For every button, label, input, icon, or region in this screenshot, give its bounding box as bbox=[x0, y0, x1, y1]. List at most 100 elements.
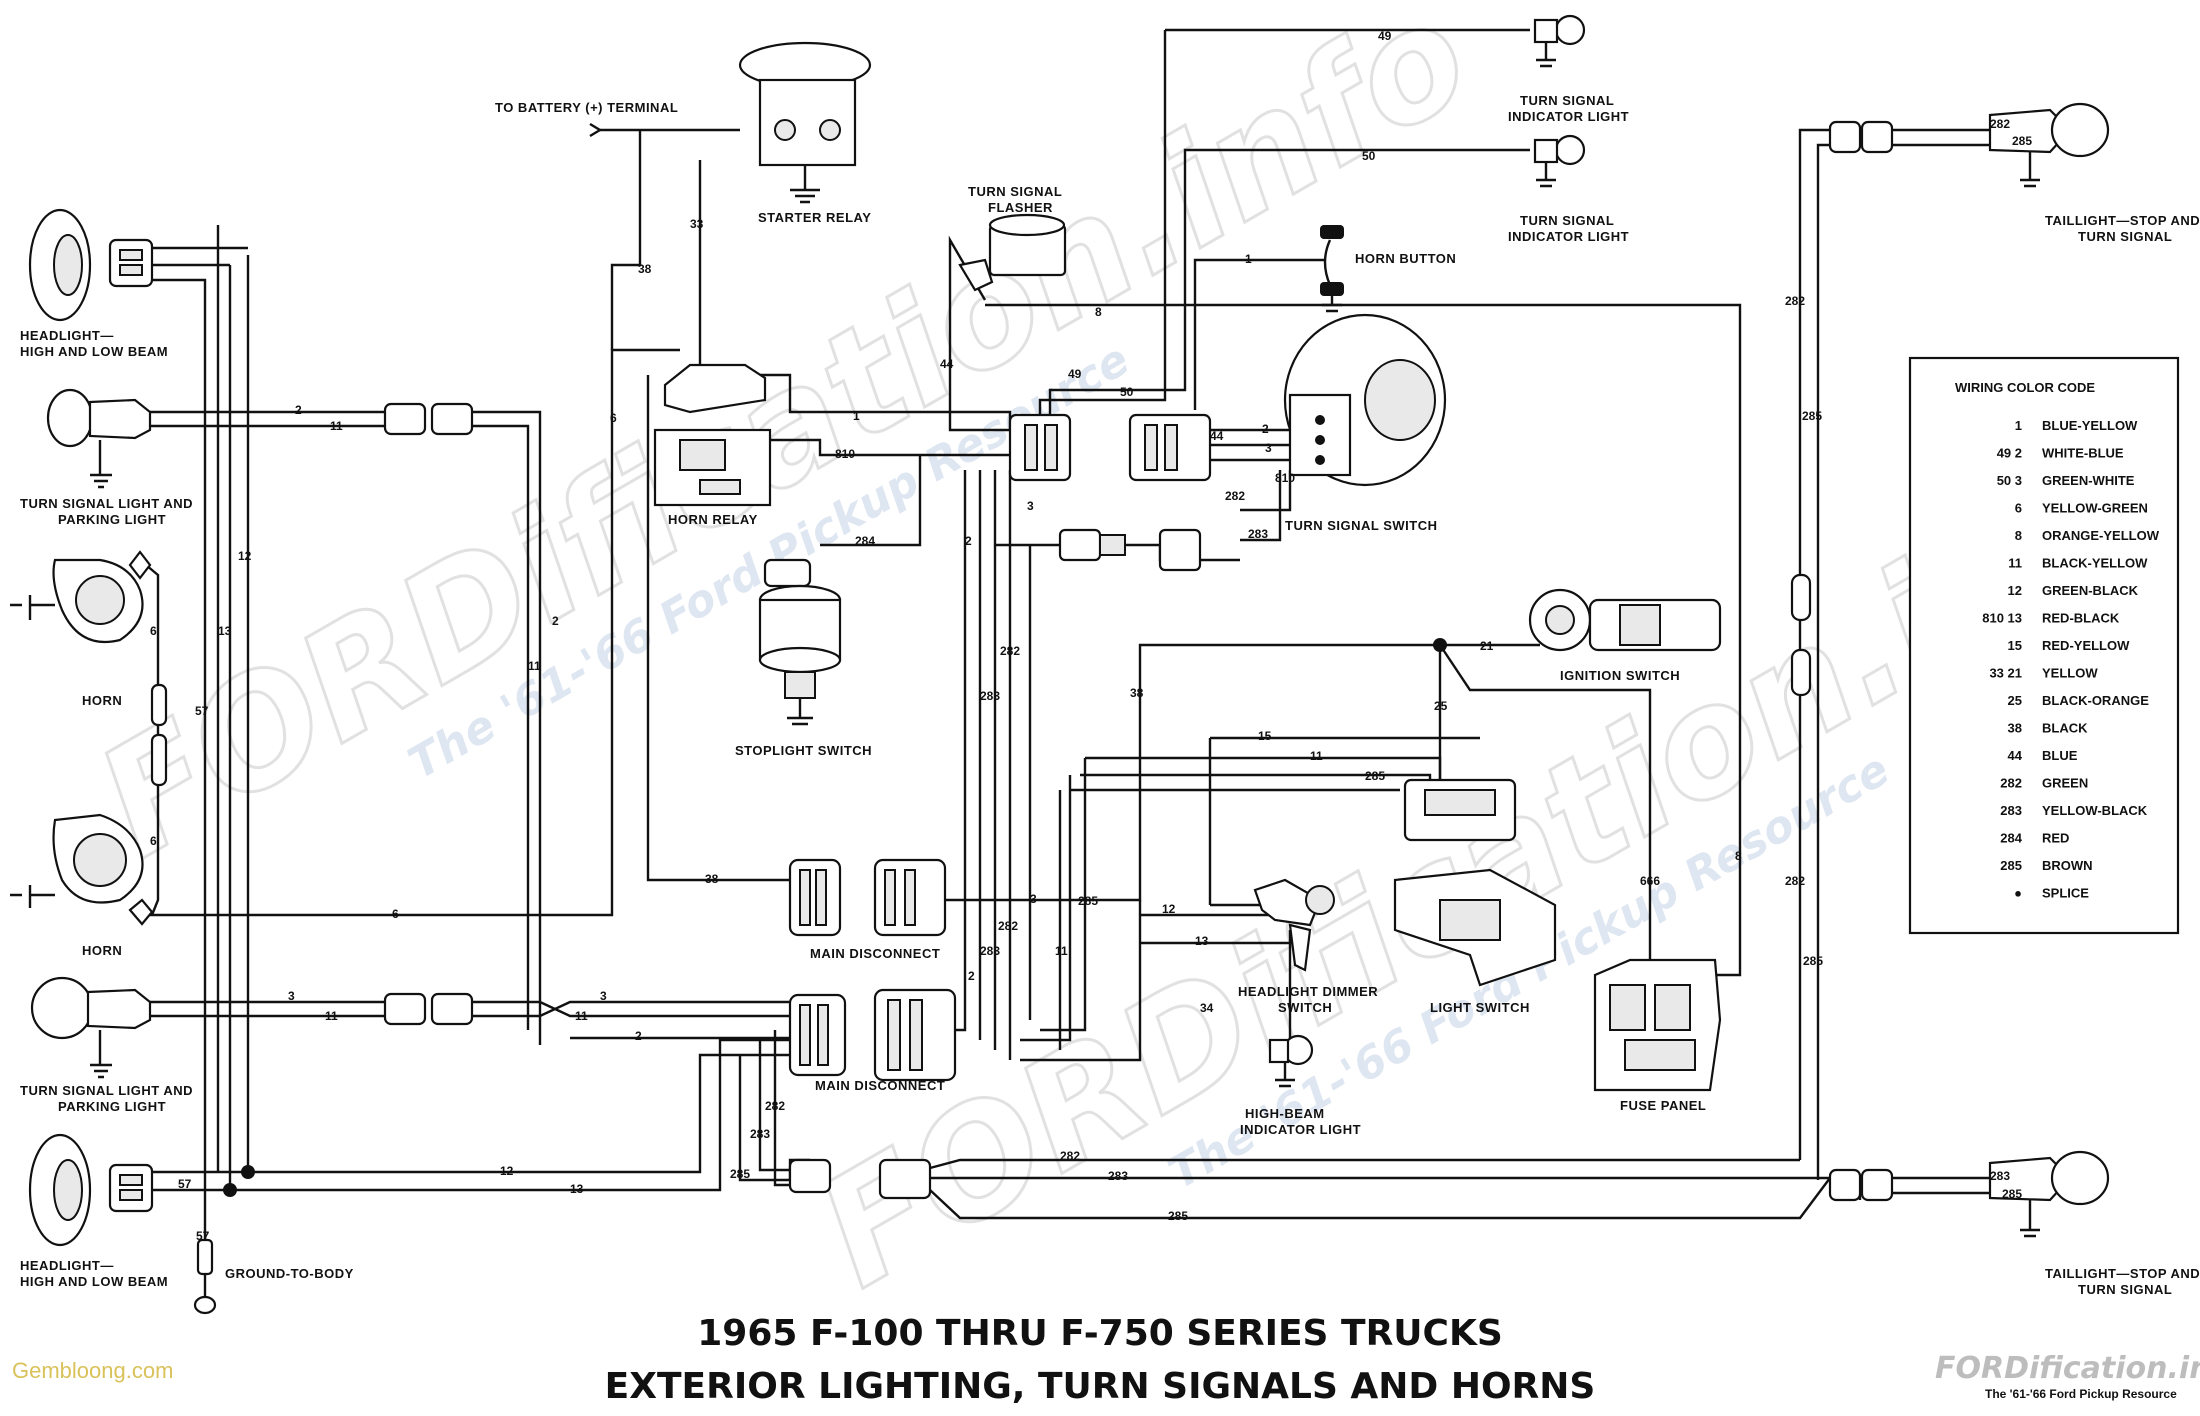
wire-label: 33 bbox=[690, 217, 704, 231]
wire-label: 2 bbox=[552, 614, 559, 628]
legend-code: 6 bbox=[2015, 501, 2022, 516]
wire-label: 11 bbox=[575, 1009, 588, 1023]
wire-label: 6 bbox=[392, 907, 399, 921]
legend-color: YELLOW bbox=[2042, 666, 2098, 681]
wire-label: 49 bbox=[1068, 367, 1082, 381]
title-line-1: 1965 F-100 THRU F-750 SERIES TRUCKS bbox=[697, 1313, 1503, 1354]
high-beam-indicator: HIGH-BEAM INDICATOR LIGHT bbox=[1240, 1034, 1361, 1137]
wire-label: 8 bbox=[1095, 305, 1102, 319]
wire-label: 282 bbox=[1000, 644, 1020, 658]
stoplight-switch: STOPLIGHT SWITCH bbox=[735, 558, 872, 758]
battery-arrow: TO BATTERY (+) TERMINAL bbox=[495, 100, 678, 138]
wire-label: 285 bbox=[730, 1167, 750, 1181]
legend-code: 282 bbox=[2000, 776, 2022, 791]
wire-label: 283 bbox=[980, 689, 1000, 703]
legend-color: WHITE-BLUE bbox=[2042, 446, 2124, 461]
wire-label: 57 bbox=[196, 1229, 210, 1243]
stoplight-switch-label: STOPLIGHT SWITCH bbox=[735, 743, 872, 758]
legend-code: 283 bbox=[2000, 803, 2022, 818]
wire-label: 12 bbox=[1162, 902, 1176, 916]
wire-label: 282 bbox=[1785, 294, 1805, 308]
legend-code: 1 bbox=[2015, 418, 2022, 433]
wire-label: 283 bbox=[980, 944, 1000, 958]
footer: Gembloong.com FORDification.info The '61… bbox=[12, 1351, 2200, 1401]
wire-label: 283 bbox=[1248, 527, 1268, 541]
main-disconnect-lower-label: MAIN DISCONNECT bbox=[815, 1078, 945, 1093]
main-disconnect-upper: MAIN DISCONNECT bbox=[788, 858, 947, 961]
wire-label: 12 bbox=[238, 549, 252, 563]
legend-code: 284 bbox=[2000, 831, 2022, 846]
wire-label: 3 bbox=[1265, 441, 1272, 455]
wire-labels: 49 50 1 8 33 38 44 49 50 1 810 284 44 2 … bbox=[150, 29, 2032, 1243]
legend-color: YELLOW-GREEN bbox=[2042, 501, 2148, 516]
horn-relay: HORN RELAY bbox=[653, 363, 772, 527]
site-credit: Gembloong.com bbox=[12, 1358, 173, 1383]
turn-indicator-1: TURN SIGNAL INDICATOR LIGHT bbox=[1508, 14, 1629, 124]
wire-label: 285 bbox=[1078, 894, 1098, 908]
wire-label: 284 bbox=[855, 534, 875, 548]
wire-label: 6 bbox=[150, 834, 157, 848]
wire-label: 11 bbox=[1310, 749, 1323, 763]
legend-code: 285 bbox=[2000, 858, 2022, 873]
wire-label: 1 bbox=[853, 409, 860, 423]
ignition-switch: IGNITION SWITCH bbox=[1528, 588, 1722, 683]
turn-indicator-2-label-1: TURN SIGNAL bbox=[1520, 213, 1614, 228]
wire-label: 8 bbox=[1735, 849, 1742, 863]
turn-signal-switch-label: TURN SIGNAL SWITCH bbox=[1285, 518, 1437, 533]
legend-color: BROWN bbox=[2042, 858, 2093, 873]
wire-label: 6 bbox=[150, 624, 157, 638]
wire-label: 3 bbox=[1027, 499, 1034, 513]
legend-color: BLACK-ORANGE bbox=[2042, 693, 2149, 708]
legend-color: GREEN bbox=[2042, 776, 2088, 791]
taillight-top-label-1: TAILLIGHT—STOP AND bbox=[2045, 213, 2200, 228]
light-switch-label: LIGHT SWITCH bbox=[1430, 1000, 1530, 1015]
legend-color: RED-BLACK bbox=[2042, 611, 2120, 626]
wire-label: 282 bbox=[1060, 1149, 1080, 1163]
legend-color: BLACK-YELLOW bbox=[2042, 556, 2148, 571]
brand-tagline: The '61-'66 Ford Pickup Resource bbox=[1985, 1387, 2177, 1401]
wire-label: 2 bbox=[968, 969, 975, 983]
splice-dot bbox=[241, 1165, 255, 1179]
wire-label: 50 bbox=[1120, 385, 1134, 399]
legend-color: GREEN-WHITE bbox=[2042, 473, 2135, 488]
legend-color: ORANGE-YELLOW bbox=[2042, 528, 2160, 543]
wire-label: 49 bbox=[1378, 29, 1392, 43]
horn-lower-label: HORN bbox=[82, 943, 122, 958]
legend-code: 38 bbox=[2008, 721, 2022, 736]
horn-upper-label: HORN bbox=[82, 693, 122, 708]
ground-to-body: GROUND-TO-BODY bbox=[193, 1238, 354, 1315]
wire-label: 282 bbox=[1785, 874, 1805, 888]
turn-signal-top-label-1: TURN SIGNAL LIGHT AND bbox=[20, 496, 193, 511]
legend-color: SPLICE bbox=[2042, 886, 2089, 901]
wire-label: 44 bbox=[940, 357, 954, 371]
wire-label: 282 bbox=[998, 919, 1018, 933]
wire-label: 6 bbox=[610, 411, 617, 425]
column-connectors bbox=[1008, 413, 1212, 572]
taillight-bottom: TAILLIGHT—STOP AND TURN SIGNAL bbox=[1988, 1150, 2200, 1297]
turn-signal-switch: TURN SIGNAL SWITCH bbox=[1283, 313, 1447, 533]
legend-code: 8 bbox=[2015, 528, 2022, 543]
wire-label: 11 bbox=[528, 659, 541, 673]
bullet-connectors-left bbox=[383, 120, 1894, 1202]
ground-to-body-label: GROUND-TO-BODY bbox=[225, 1266, 354, 1281]
wire-label: 15 bbox=[1258, 729, 1272, 743]
headlight-dimmer-switch: HEADLIGHT DIMMER SWITCH bbox=[1238, 878, 1378, 1015]
wire-label: 38 bbox=[1130, 686, 1144, 700]
legend-code: 25 bbox=[2008, 693, 2022, 708]
wire-label: 12 bbox=[500, 1164, 514, 1178]
turn-signal-light-bottom: TURN SIGNAL LIGHT AND PARKING LIGHT bbox=[20, 976, 193, 1114]
ignition-switch-label: IGNITION SWITCH bbox=[1560, 668, 1680, 683]
flasher-label-2: FLASHER bbox=[988, 200, 1053, 215]
turn-indicator-1-label-1: TURN SIGNAL bbox=[1520, 93, 1614, 108]
main-disconnect-lower: MAIN DISCONNECT bbox=[788, 988, 957, 1093]
horn-button-label: HORN BUTTON bbox=[1355, 251, 1456, 266]
wire-label: 810 bbox=[835, 447, 855, 461]
light-switch: LIGHT SWITCH bbox=[1393, 778, 1557, 1015]
legend-code: 49 2 bbox=[1997, 446, 2022, 461]
legend-code: 15 bbox=[2008, 638, 2022, 653]
wire-label: 282 bbox=[1990, 117, 2010, 131]
wire-label: 2 bbox=[295, 403, 302, 417]
horn-button: HORN BUTTON bbox=[1320, 225, 1456, 313]
